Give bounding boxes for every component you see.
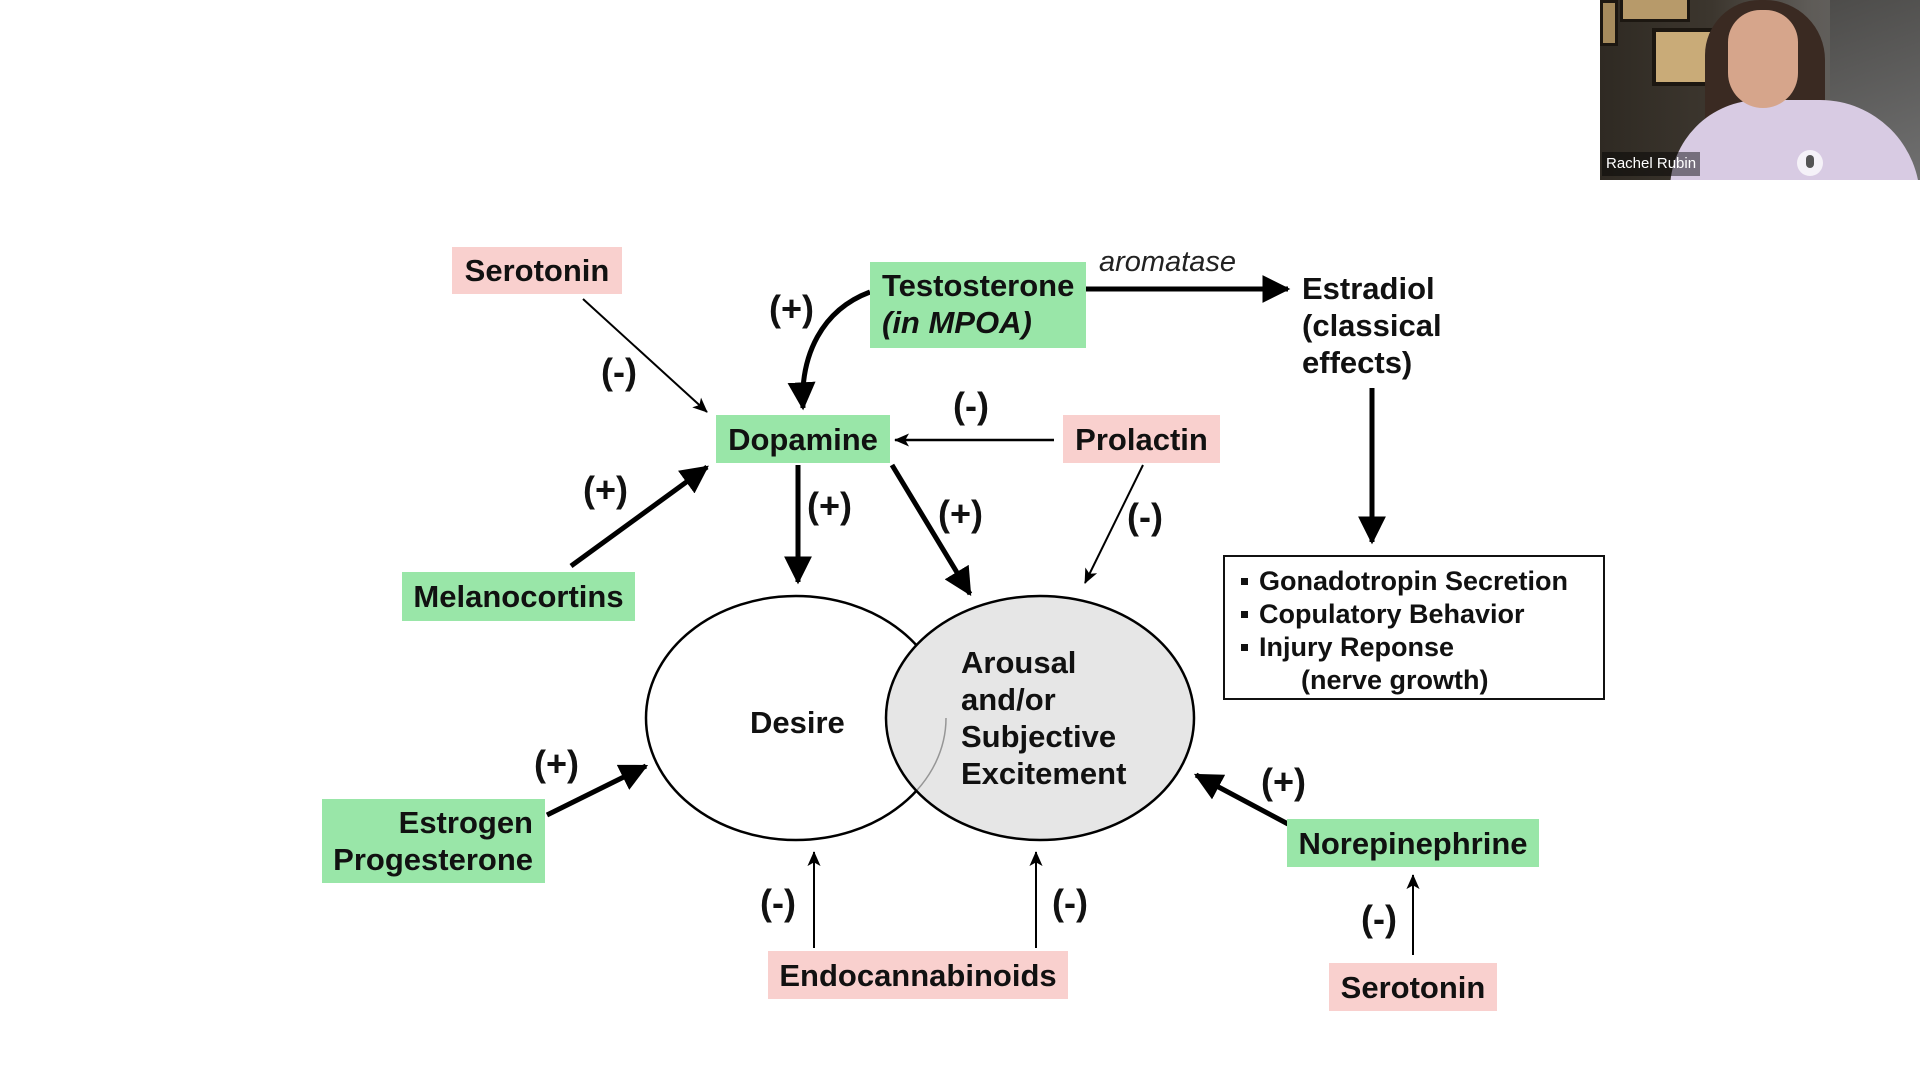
desire-label: Desire <box>750 705 845 740</box>
wall-frame <box>1600 0 1618 46</box>
dopamine-node: Dopamine <box>716 415 890 463</box>
estradiol-effects-box: Gonadotropin Secretion Copulatory Behavi… <box>1223 555 1605 700</box>
arousal-label-line3: Subjective <box>961 719 1117 754</box>
label-serotonin-norepinephrine: (-) <box>1361 898 1397 939</box>
participant-name: Rachel Rubin <box>1602 152 1701 176</box>
arrow-serotonin-dopamine <box>582 298 708 413</box>
label-testosterone-dopamine: (+) <box>769 288 814 329</box>
prolactin-node: Prolactin <box>1063 415 1220 463</box>
arrow-dopamine-arousal <box>889 463 973 596</box>
serotonin-bottom-node: Serotonin <box>1329 963 1497 1011</box>
label-prolactin-arousal: (-) <box>1127 496 1163 537</box>
microphone-icon[interactable] <box>1797 150 1823 176</box>
effect-item-injury: Injury Reponse <box>1239 631 1593 664</box>
estradiol-node: Estradiol (classical effects) <box>1302 270 1442 381</box>
webcam-tile[interactable]: Rachel Rubin <box>1600 0 1920 180</box>
norepinephrine-node: Norepinephrine <box>1287 819 1539 867</box>
effect-item-injury-continuation: (nerve growth) <box>1301 665 1489 695</box>
label-norepinephrine-arousal: (+) <box>1261 761 1306 802</box>
estradiol-qualifier-line2: effects) <box>1302 345 1413 380</box>
serotonin-top-node: Serotonin <box>452 247 622 294</box>
label-endocannabinoids-arousal: (-) <box>1052 882 1088 923</box>
arrow-norepinephrine-arousal <box>1193 772 1290 827</box>
effect-item-copulatory: Copulatory Behavior <box>1239 598 1593 631</box>
arrow-estrogen-desire <box>545 763 649 818</box>
testosterone-location-label: (in MPOA) <box>882 305 1032 340</box>
progesterone-label: Progesterone <box>333 842 533 877</box>
arrow-testosterone-dopamine <box>787 289 871 411</box>
estrogen-label: Estrogen <box>398 805 533 840</box>
label-prolactin-dopamine: (-) <box>953 385 989 426</box>
dopamine-label: Dopamine <box>728 422 878 457</box>
label-dopamine-arousal: (+) <box>938 493 983 534</box>
arrow-prolactin-arousal <box>1084 464 1144 584</box>
label-estrogen-desire: (+) <box>534 743 579 784</box>
arousal-label-line1: Arousal <box>961 645 1077 680</box>
estradiol-qualifier-line1: (classical <box>1302 308 1442 343</box>
melanocortins-node: Melanocortins <box>402 572 635 621</box>
desire-overlap-outline <box>795 717 947 841</box>
participant-face <box>1728 10 1798 108</box>
norepinephrine-label: Norepinephrine <box>1298 826 1528 861</box>
arousal-label-line4: Excitement <box>961 756 1127 791</box>
testosterone-node: Testosterone (in MPOA) <box>870 262 1086 348</box>
testosterone-label: Testosterone <box>882 268 1075 303</box>
serotonin-bottom-label: Serotonin <box>1340 970 1486 1005</box>
aromatase-label: aromatase <box>1099 246 1237 278</box>
label-dopamine-desire: (+) <box>807 485 852 526</box>
melanocortins-label: Melanocortins <box>413 579 624 614</box>
effect-item-gonadotropin: Gonadotropin Secretion <box>1239 565 1593 598</box>
wall-frame <box>1620 0 1690 22</box>
prolactin-label: Prolactin <box>1075 422 1208 457</box>
estrogen-progesterone-node: Estrogen Progesterone <box>322 799 545 883</box>
arrow-melanocortins-dopamine <box>569 464 709 569</box>
endocannabinoids-label: Endocannabinoids <box>779 958 1057 993</box>
label-melanocortins-dopamine: (+) <box>583 469 628 510</box>
arousal-label-block: Arousal and/or Subjective Excitement <box>961 644 1126 792</box>
estradiol-effects-list: Gonadotropin Secretion Copulatory Behavi… <box>1239 565 1593 697</box>
label-endocannabinoids-desire: (-) <box>760 882 796 923</box>
arousal-label-line2: and/or <box>961 682 1056 717</box>
label-serotonin-dopamine: (-) <box>601 351 637 392</box>
estradiol-label: Estradiol <box>1302 271 1435 306</box>
endocannabinoids-node: Endocannabinoids <box>768 951 1068 999</box>
arousal-ellipse <box>884 594 1196 842</box>
serotonin-top-label: Serotonin <box>464 253 610 288</box>
